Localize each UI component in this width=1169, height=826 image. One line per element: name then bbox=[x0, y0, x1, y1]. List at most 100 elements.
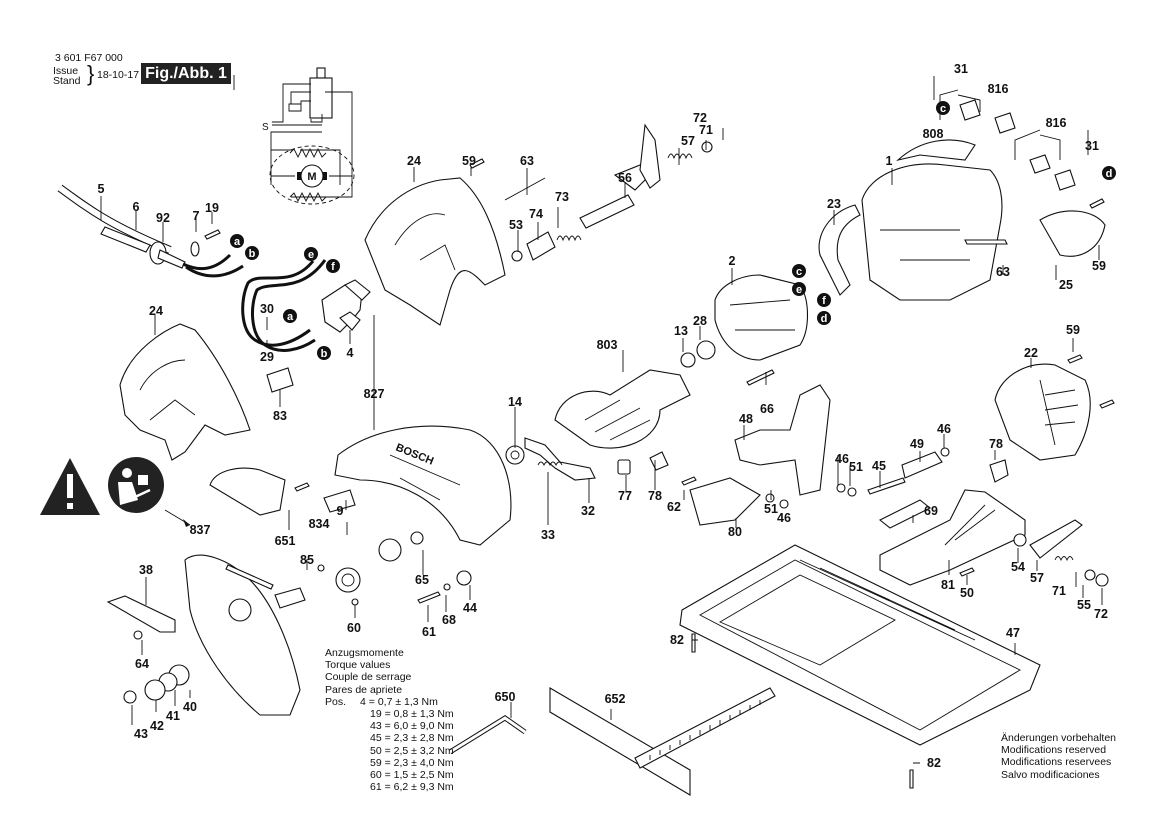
fan-cover bbox=[994, 354, 1115, 461]
part-label: 69 bbox=[924, 504, 938, 518]
rip-fence bbox=[549, 687, 776, 796]
torque-values-table: Anzugsmomente Torque values Couple de se… bbox=[325, 647, 454, 793]
bubble-d-stator: d bbox=[817, 311, 831, 325]
part-label: 64 bbox=[135, 657, 149, 671]
part-label: 14 bbox=[508, 395, 522, 409]
power-cord bbox=[57, 184, 244, 278]
blade-guard: BOSCH bbox=[334, 425, 512, 546]
part-label: 33 bbox=[541, 528, 555, 542]
switch bbox=[321, 279, 371, 333]
part-label: 29 bbox=[260, 350, 274, 364]
armature bbox=[554, 369, 691, 449]
torque-value: 4 = 0,7 ± 1,3 Nm bbox=[360, 695, 438, 708]
part-label: 827 bbox=[364, 387, 385, 401]
part-label: 31 bbox=[1085, 139, 1099, 153]
depth-adjust-parts bbox=[836, 447, 1009, 529]
part-label: 46 bbox=[777, 511, 791, 525]
part-label: 73 bbox=[555, 190, 569, 204]
part-label: 72 bbox=[1094, 607, 1108, 621]
part-label: 1 bbox=[886, 154, 893, 168]
part-label: 44 bbox=[463, 601, 477, 615]
part-label: 82 bbox=[670, 633, 684, 647]
part-label: 57 bbox=[681, 134, 695, 148]
torque-row: 45 = 2,3 ± 2,8 Nm bbox=[370, 732, 454, 745]
lower-guard bbox=[106, 554, 301, 716]
part-label: 63 bbox=[996, 265, 1010, 279]
part-label: 25 bbox=[1059, 278, 1073, 292]
part-label: 85 bbox=[300, 553, 314, 567]
part-label: 74 bbox=[529, 207, 543, 221]
part-label: 13 bbox=[674, 324, 688, 338]
svg-text:b: b bbox=[249, 248, 256, 260]
part-label: 652 bbox=[605, 692, 626, 706]
bubble-a-switch: a bbox=[283, 309, 297, 323]
issue-stand-label: Issue Stand bbox=[53, 66, 80, 87]
part-label: 24 bbox=[149, 304, 163, 318]
torque-row: Pos. 4 = 0,7 ± 1,3 Nm bbox=[325, 696, 454, 708]
part-label: 46 bbox=[937, 422, 951, 436]
part-label: 22 bbox=[1024, 346, 1038, 360]
part-label: 2 bbox=[729, 254, 736, 268]
bubble-c-brush: c bbox=[936, 101, 950, 115]
notice-fr: Modifications reservees bbox=[1001, 756, 1112, 769]
connection-bubbles: a b e f a b c e f d c d bbox=[230, 101, 1116, 360]
part-label: 60 bbox=[347, 621, 361, 635]
svg-text:f: f bbox=[822, 295, 826, 307]
part-label: 81 bbox=[941, 578, 955, 592]
torque-row: 19 = 0,8 ± 1,3 Nm bbox=[370, 708, 454, 721]
notice-de: Änderungen vorbehalten bbox=[1001, 732, 1117, 744]
field-housing bbox=[818, 99, 1106, 301]
part-label: 5 bbox=[98, 182, 105, 196]
part-label: 803 bbox=[597, 338, 618, 352]
part-label: 68 bbox=[442, 613, 456, 627]
spindle-lock-assembly bbox=[469, 123, 713, 262]
part-label: 62 bbox=[667, 500, 681, 514]
pos-label: Pos. bbox=[325, 695, 347, 708]
part-label: 59 bbox=[462, 154, 476, 168]
part-label: 54 bbox=[1011, 560, 1025, 574]
part-label: 9 bbox=[337, 504, 344, 518]
part-label: 816 bbox=[988, 82, 1009, 96]
part-label: 49 bbox=[910, 437, 924, 451]
svg-text:a: a bbox=[234, 236, 241, 248]
torque-row: 61 = 6,2 ± 9,3 Nm bbox=[370, 781, 454, 794]
notice-en: Modifications reserved bbox=[1001, 744, 1107, 757]
part-label: 51 bbox=[764, 502, 778, 516]
figure-badge: Fig./Abb. 1 bbox=[141, 63, 231, 84]
bubble-b-switch: b bbox=[317, 346, 331, 360]
part-label: 28 bbox=[693, 314, 707, 328]
part-label: 65 bbox=[415, 573, 429, 587]
part-label: 32 bbox=[581, 504, 595, 518]
bubble-a-cord: a bbox=[230, 234, 244, 248]
part-label: 53 bbox=[509, 218, 523, 232]
part-label: 78 bbox=[648, 489, 662, 503]
part-label: 41 bbox=[166, 709, 180, 723]
torque-row: 43 = 6,0 ± 9,0 Nm bbox=[370, 720, 454, 733]
warning-triangle-icon bbox=[40, 458, 100, 515]
part-label: 834 bbox=[309, 517, 330, 531]
bubble-c-stator: c bbox=[792, 264, 806, 278]
read-manual-icon bbox=[108, 457, 164, 513]
modifications-notice: Änderungen vorbehalten Modifications res… bbox=[1001, 732, 1116, 781]
motor-housing-half-lower bbox=[119, 323, 251, 461]
torque-title-es: Pares de apriete bbox=[325, 683, 403, 696]
torque-row: 50 = 2,5 ± 3,2 Nm bbox=[370, 744, 454, 757]
svg-text:S: S bbox=[262, 122, 269, 133]
bubble-f-wire: f bbox=[326, 259, 340, 273]
bubble-e-stator: e bbox=[792, 282, 806, 296]
front-bracket bbox=[879, 489, 1109, 587]
torque-title-en: Torque values bbox=[325, 659, 391, 672]
part-number-labels: 5 6 92 7 19 24 59 63 56 57 71 72 53 74 7… bbox=[98, 62, 1108, 770]
part-label: 24 bbox=[407, 154, 421, 168]
issue-date: 18-10-17 bbox=[97, 69, 140, 81]
torque-title-fr: Couple de serrage bbox=[325, 671, 412, 684]
stator bbox=[680, 274, 808, 386]
part-label: 66 bbox=[760, 402, 774, 416]
dust-adapter bbox=[209, 467, 356, 516]
base-plate bbox=[679, 544, 1041, 789]
torque-row: 60 = 1,5 ± 2,5 Nm bbox=[370, 769, 454, 782]
svg-text:c: c bbox=[940, 103, 946, 115]
motor-symbol: M bbox=[307, 171, 316, 183]
part-label: 59 bbox=[1092, 259, 1106, 273]
